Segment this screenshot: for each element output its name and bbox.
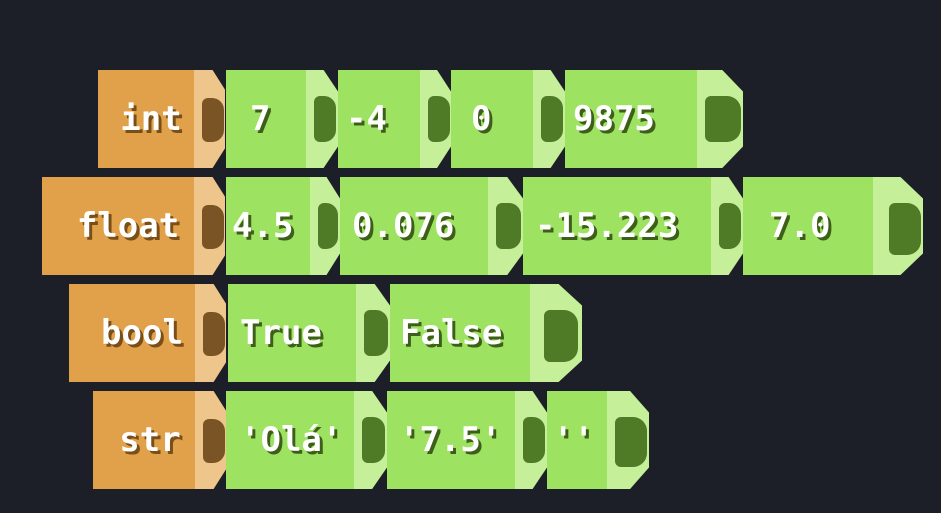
value-block: 0.076 (340, 177, 523, 275)
connector-nub (496, 203, 521, 249)
connector-nub (523, 417, 545, 463)
connector-nub (615, 417, 647, 467)
connector-nub (889, 203, 921, 255)
type-label: bool (101, 313, 183, 353)
value-label: True (240, 313, 322, 353)
type-label: str (119, 420, 181, 460)
connector-nub (362, 417, 385, 463)
value-block: -4 (338, 70, 451, 168)
connector-nub (541, 96, 563, 142)
value-label: -15.223 (535, 206, 679, 246)
value-label: 7.0 (769, 206, 831, 246)
value-label: 0 (471, 99, 492, 139)
value-block: '7.5' (387, 391, 547, 489)
type-block-bool: bool (69, 284, 226, 382)
value-block: 'Olá' (226, 391, 387, 489)
connector-nub (203, 419, 225, 463)
value-block: 0 (451, 70, 565, 168)
value-block: 4.5 (226, 177, 340, 275)
connector-nub (203, 312, 225, 356)
type-block-float: float (42, 177, 225, 275)
type-block-int: int (98, 70, 225, 168)
type-block-str: str (93, 391, 226, 489)
connector-nub (318, 203, 338, 249)
type-label: float (76, 206, 180, 246)
connector-nub (428, 96, 450, 142)
value-block: -15.223 (523, 177, 743, 275)
connector-nub (364, 310, 388, 356)
value-label: '' (553, 420, 594, 460)
connector-nub (202, 98, 224, 142)
value-label: False (400, 313, 503, 353)
value-block: '' (547, 391, 649, 489)
value-label: 0.076 (352, 206, 455, 246)
value-block: False (390, 284, 582, 382)
value-block: 9875 (565, 70, 743, 168)
connector-nub (202, 205, 224, 249)
value-block: 7 (226, 70, 338, 168)
value-label: -4 (346, 99, 387, 139)
value-block: 7.0 (743, 177, 923, 275)
value-label: 7 (250, 99, 271, 139)
connector-nub (544, 310, 578, 362)
connector-nub (314, 96, 336, 142)
value-label: 4.5 (232, 206, 294, 246)
value-block: True (228, 284, 390, 382)
connector-nub (705, 96, 741, 142)
connector-nub (719, 203, 741, 249)
value-label: 'Olá' (240, 420, 343, 460)
value-label: 9875 (573, 99, 655, 139)
type-label: int (120, 99, 182, 139)
value-label: '7.5' (399, 420, 502, 460)
